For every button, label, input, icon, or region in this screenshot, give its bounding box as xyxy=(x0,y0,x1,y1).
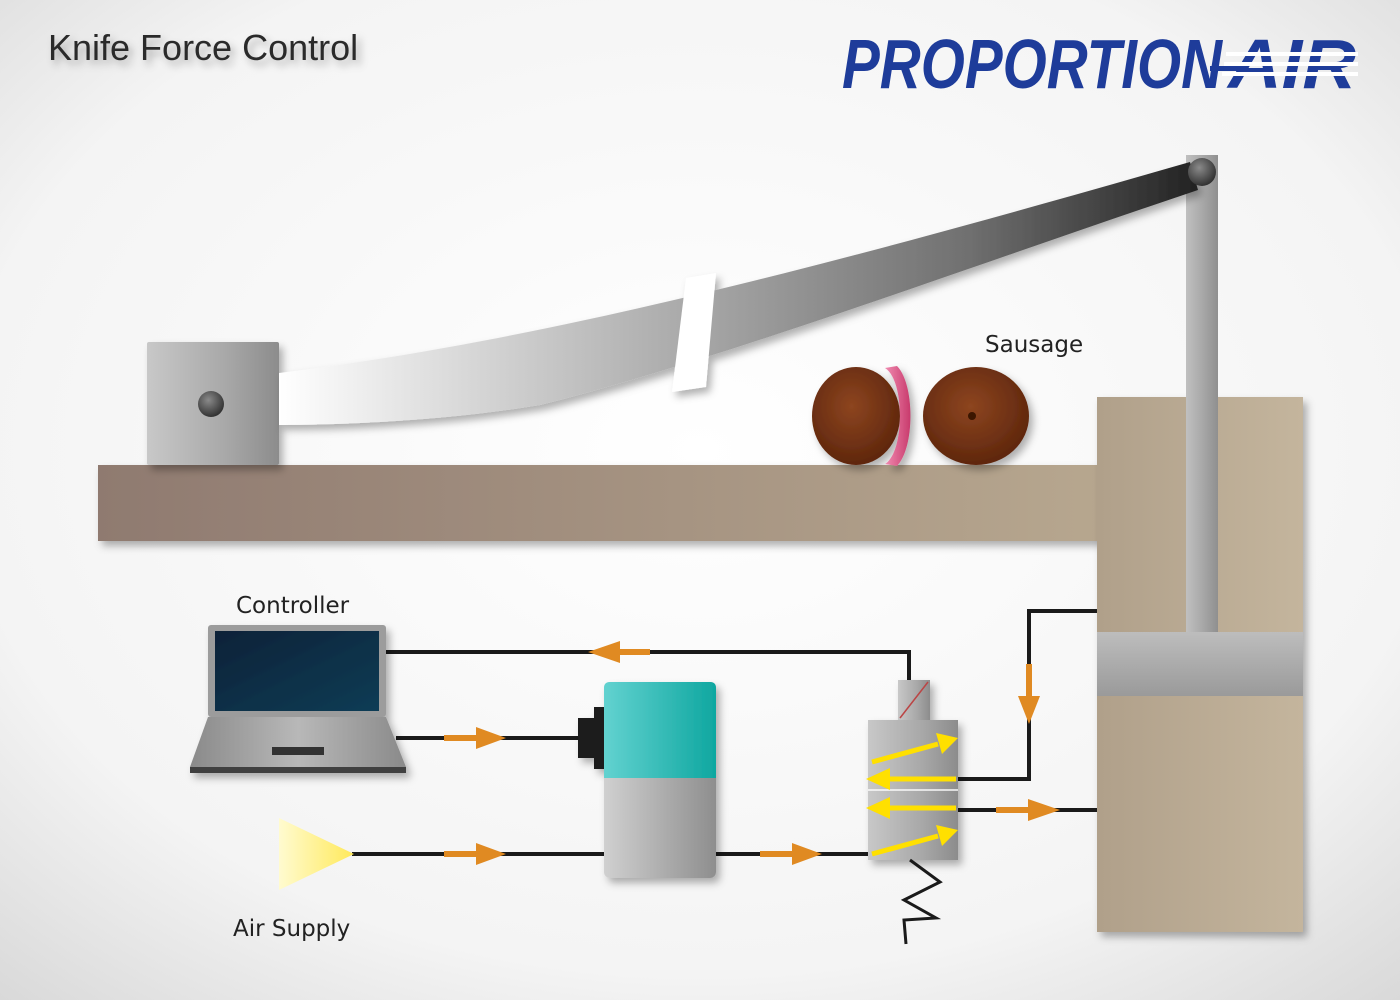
sausage-whole xyxy=(923,367,1029,465)
diagram-title: Knife Force Control xyxy=(48,27,358,68)
flow-arrow-feedback xyxy=(588,641,650,663)
logo-underline xyxy=(1210,66,1240,71)
air-supply-label: Air Supply xyxy=(233,916,350,942)
logo-speed-lines xyxy=(1222,52,1358,76)
piston-rod xyxy=(1186,155,1218,635)
piston-head xyxy=(1097,632,1303,696)
flow-arrows xyxy=(444,641,1060,865)
pressure-regulator xyxy=(578,682,716,878)
controller-laptop xyxy=(190,625,406,773)
laptop-touchpad xyxy=(272,747,324,755)
flow-arrow-cylinder-bottom xyxy=(996,799,1060,821)
air-supply-source xyxy=(279,818,354,890)
regulator-top-electronics xyxy=(604,682,716,778)
valve-internal-arrows xyxy=(866,733,958,857)
logo-word-proportion: PROPORTION xyxy=(842,25,1223,103)
laptop-base xyxy=(190,717,406,767)
flow-arrow-air-supply xyxy=(444,843,506,865)
flow-arrow-cylinder-top xyxy=(1018,664,1040,724)
laptop-screen xyxy=(215,631,379,711)
valve-return-spring xyxy=(900,858,943,945)
flow-arrow-regulated xyxy=(760,843,822,865)
regulator-connector-flange xyxy=(594,707,606,769)
regulator-connector xyxy=(578,718,594,758)
sausage-cut-piece xyxy=(812,366,911,466)
proportion-air-logo: PROPORTION AIR xyxy=(842,25,1358,103)
knife-blade xyxy=(279,162,1198,425)
cutting-board xyxy=(98,465,1108,541)
feedback-line xyxy=(385,650,911,680)
sausage-label: Sausage xyxy=(985,332,1083,358)
pivot-pin xyxy=(198,391,224,417)
rod-end-pin xyxy=(1188,158,1216,186)
controller-label: Controller xyxy=(236,593,350,619)
laptop-front-edge xyxy=(190,767,406,773)
flow-arrow-command xyxy=(444,727,506,749)
